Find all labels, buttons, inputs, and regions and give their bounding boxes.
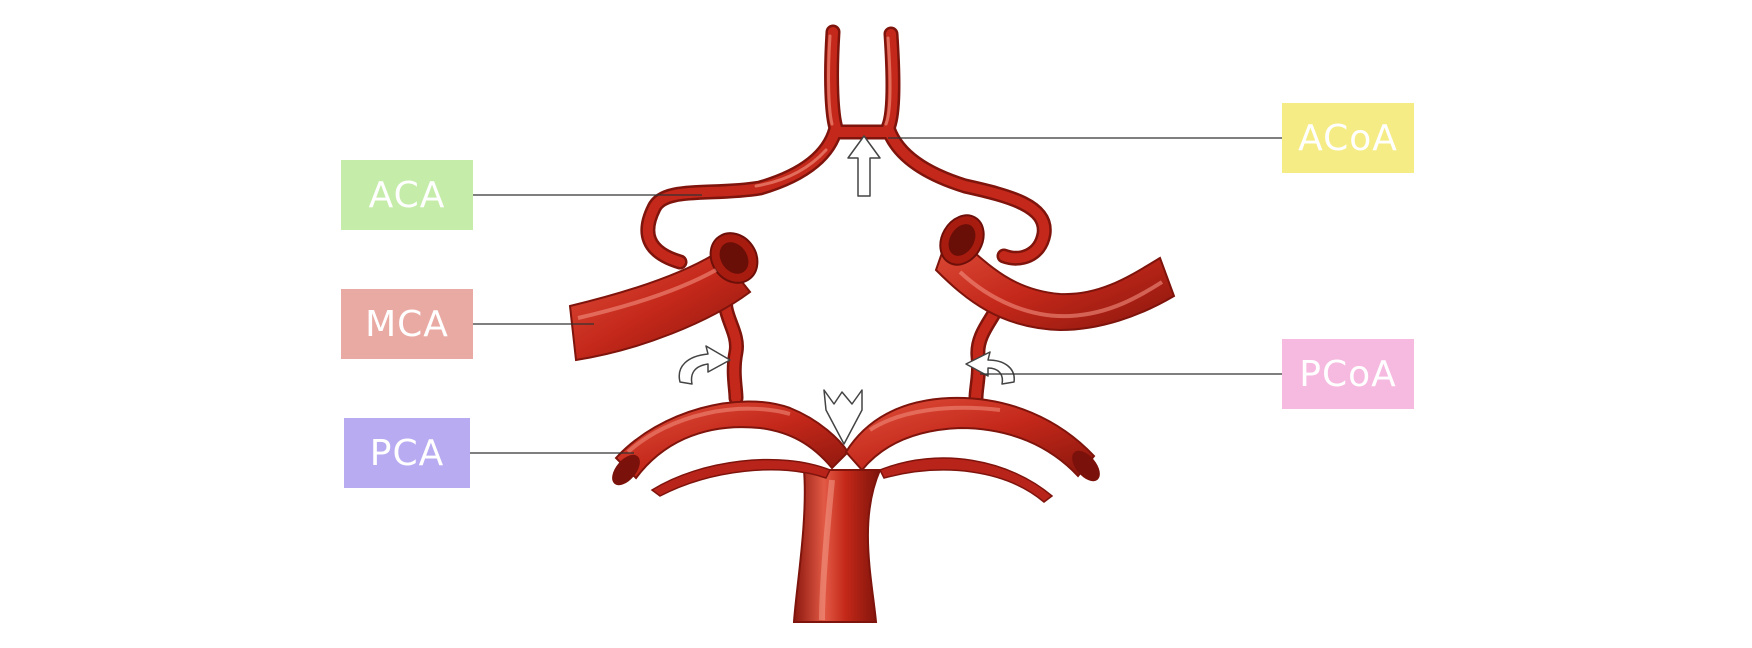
label-acoa: ACoA [1282,103,1414,173]
left-mca-vessel [568,250,752,362]
left-superior-cerebellar-artery [650,458,832,497]
leader-lines [470,137,1282,454]
right-pcoa-arrow-icon [965,351,1015,385]
label-aca: ACA [341,160,473,230]
middle-cerebral-arteries [568,214,1176,362]
label-mca: MCA [341,289,473,359]
anterior-cerebral-arteries [640,24,1052,406]
label-aca-text: ACA [368,174,446,216]
left-pca-vessel [614,400,850,480]
acoa-arrow-icon [847,135,881,197]
label-pca: PCA [344,418,470,488]
posterior-circulation [612,396,1100,623]
label-pcoa: PCoA [1282,339,1414,409]
basilar-artery [792,469,882,623]
label-pca-text: PCA [369,432,445,474]
label-mca-text: MCA [365,303,449,345]
callout-arrows [678,135,1015,445]
basilar-tip-arrow-icon [823,389,863,445]
left-pcoa-arrow-icon [678,345,731,385]
right-superior-cerebellar-artery [878,457,1054,503]
label-acoa-text: ACoA [1298,117,1398,159]
label-pcoa-text: PCoA [1299,353,1397,395]
right-pca-vessel [844,396,1096,478]
